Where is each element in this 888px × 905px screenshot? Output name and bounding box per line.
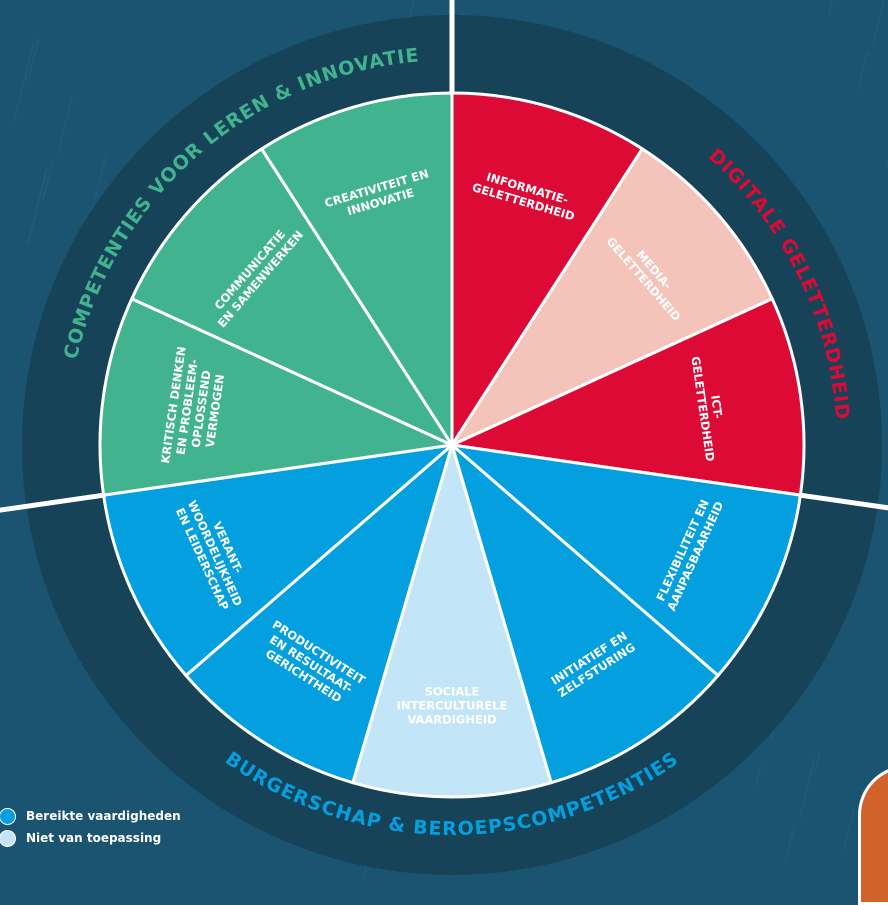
segment-communicatie: COMMUNICATIEEN SAMENWERKEN bbox=[130, 147, 454, 447]
texture-scratch bbox=[828, 0, 834, 14]
legend-dot-not-applicable bbox=[0, 829, 16, 847]
texture-scratch bbox=[814, 751, 821, 774]
texture-scratch bbox=[13, 43, 35, 123]
segment-kritisch: KRITISCH DENKENEN PROBLEEM-OPLOSSENDVERM… bbox=[98, 297, 454, 497]
legend-item-not-applicable: Niet van toepassing bbox=[0, 827, 181, 849]
segment-informatie-wedge bbox=[450, 91, 644, 447]
segment-creativiteit: CREATIVITEIT ENINNOVATIE bbox=[260, 91, 454, 447]
texture-scratch bbox=[28, 37, 40, 78]
legend-item-achieved: Bereikte vaardigheden bbox=[0, 805, 181, 827]
legend-label-achieved: Bereikte vaardigheden bbox=[26, 809, 181, 823]
segment-media: MEDIA-GELETTERDHEID bbox=[450, 147, 774, 447]
texture-scratch bbox=[57, 95, 74, 155]
segment-productiviteit: PRODUCTIVITEITEN RESULTAAT-GERICHTHEID bbox=[184, 443, 454, 785]
texture-scratch bbox=[42, 161, 53, 200]
segment-kritisch-label: KRITISCH DENKENEN PROBLEEM-OPLOSSENDVERM… bbox=[158, 346, 230, 471]
segment-verantwoordelijkheid-wedge bbox=[102, 443, 454, 678]
segment-sociale-wedge bbox=[351, 443, 553, 799]
texture-scratch bbox=[857, 51, 869, 91]
segment-initiatief: INITIATIEF ENZELFSTURING bbox=[450, 443, 720, 785]
texture-scratch bbox=[799, 757, 816, 819]
legend: Bereikte vaardigheden Niet van toepassin… bbox=[0, 805, 181, 849]
segment-communicatie-wedge bbox=[130, 147, 454, 447]
segment-ict-wedge bbox=[450, 297, 806, 497]
segment-creativiteit-wedge bbox=[260, 91, 454, 447]
wheel-segments: INFORMATIE-GELETTERDHEIDMEDIA-GELETTERDH… bbox=[98, 91, 806, 799]
segment-media-wedge bbox=[450, 147, 774, 447]
group-divider bbox=[797, 492, 888, 511]
texture-scratch bbox=[872, 0, 886, 46]
segment-flexibiliteit-wedge bbox=[450, 443, 802, 678]
segment-verantwoordelijkheid: VERANT-WOORDELIJKHEIDEN LEIDERSCHAP bbox=[102, 443, 454, 678]
texture-scratch bbox=[27, 167, 48, 245]
group-divider bbox=[0, 492, 107, 513]
segment-kritisch-wedge bbox=[98, 297, 454, 497]
segment-ict: ICT-GELETTERDHEID bbox=[450, 297, 806, 497]
competency-wheel: INFORMATIE-GELETTERDHEIDMEDIA-GELETTERDH… bbox=[0, 0, 888, 875]
segment-productiviteit-wedge bbox=[184, 443, 454, 785]
group-dividers bbox=[0, 0, 888, 513]
texture-scratch bbox=[755, 765, 762, 787]
segment-initiatief-wedge bbox=[450, 443, 720, 785]
segment-flexibiliteit: FLEXIBILITEIT ENAANPASBAARHEID bbox=[450, 443, 802, 678]
texture-scratch bbox=[784, 823, 796, 864]
segment-informatie: INFORMATIE-GELETTERDHEID bbox=[450, 91, 644, 447]
texture-scratch bbox=[843, 809, 855, 851]
legend-dot-achieved bbox=[0, 807, 16, 825]
legend-label-not-applicable: Niet van toepassing bbox=[26, 831, 162, 845]
